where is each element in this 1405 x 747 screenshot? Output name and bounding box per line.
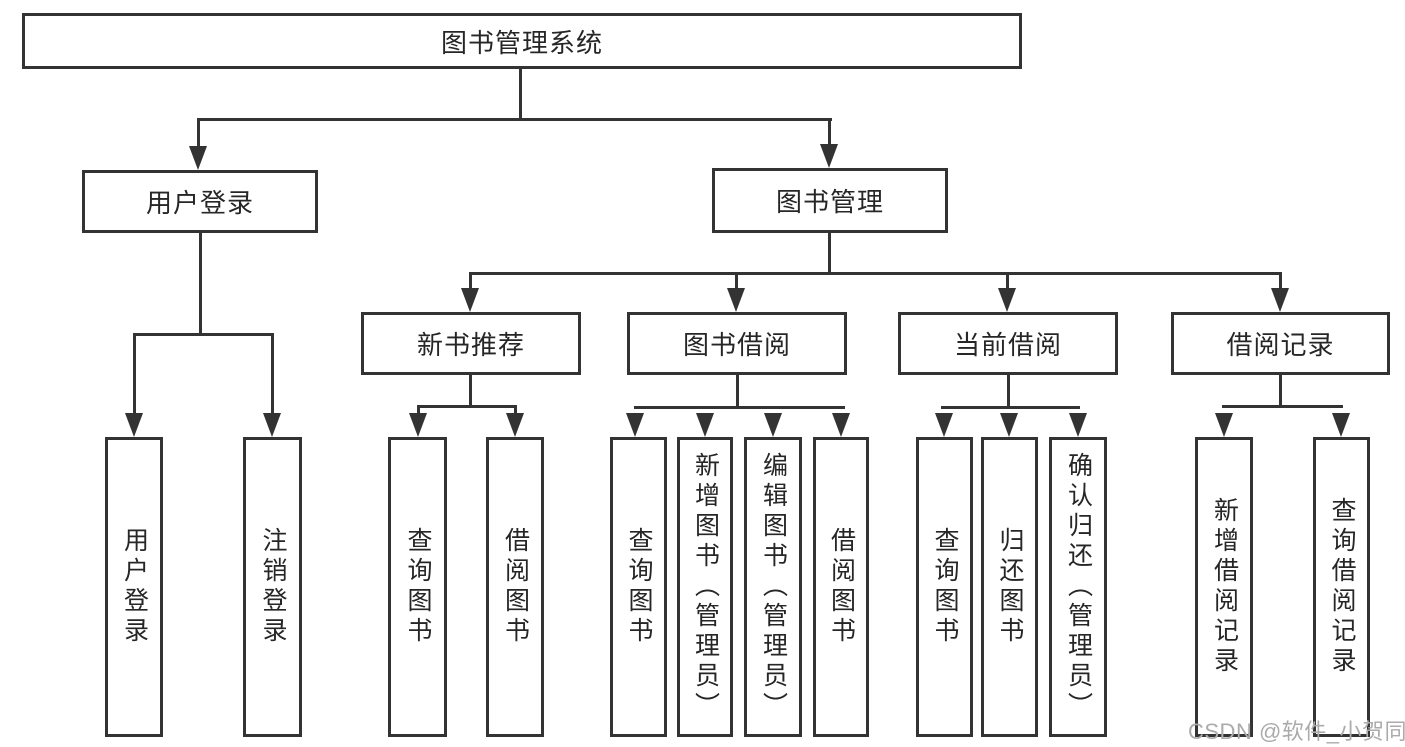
connector-book-mgmt-stem [828, 233, 831, 275]
connector-book-mgmt-hline [469, 272, 1282, 275]
node-borrowing-borrow-books: 借阅图书 [813, 437, 869, 737]
node-library-management-system: 图书管理系统 [22, 13, 1022, 69]
connector-user-login-stem [199, 233, 202, 335]
node-newbook-query-books: 查询图书 [388, 437, 447, 737]
connector-newbook-stem [469, 375, 472, 408]
arrowhead-to-book-management [820, 144, 838, 168]
connector-records-stem [1279, 375, 1282, 408]
node-book-management: 图书管理 [712, 168, 948, 233]
node-current-query-books: 查询图书 [916, 437, 973, 737]
connector-newbook-right [514, 405, 517, 417]
node-borrowing-add-books-admin: 新增图书（管理员） [677, 437, 733, 737]
arrowhead-to-login-leaf [125, 413, 143, 437]
arrowhead-to-user-login [189, 146, 207, 170]
node-records-query-record: 查询借阅记录 [1313, 437, 1370, 737]
arrowhead-newbook-borrow [506, 413, 524, 437]
node-borrowing-edit-books-admin: 编辑图书（管理员） [744, 437, 802, 737]
arrowhead-current-confirm [1069, 413, 1087, 437]
node-logout: 注销登录 [243, 437, 302, 737]
connector-to-book-management [828, 118, 831, 148]
arrowhead-current-query [935, 413, 953, 437]
connector-root-hline [197, 118, 832, 121]
csdn-watermark: CSDN @软件_小贺同学 [1188, 719, 1405, 744]
arrowhead-to-book-borrow [727, 288, 745, 312]
node-borrowing-records: 借阅记录 [1171, 312, 1390, 375]
connector-to-new-book [469, 272, 472, 290]
node-user-login-leaf: 用户登录 [105, 437, 163, 737]
node-current-borrowing: 当前借阅 [898, 312, 1118, 375]
connector-borrowing-stem [736, 375, 739, 409]
connector-to-book-borrow [735, 272, 738, 290]
connector-to-login-leaf [133, 333, 136, 415]
node-current-confirm-return-admin: 确认归还（管理员） [1049, 437, 1107, 737]
arrowhead-to-current-borrow [998, 288, 1016, 312]
connector-current-hline [941, 406, 1080, 409]
node-borrowing-query-books: 查询图书 [610, 437, 667, 737]
node-new-book-recommendation: 新书推荐 [361, 312, 581, 375]
connector-to-logout-leaf [271, 333, 274, 415]
node-user-login: 用户登录 [82, 170, 318, 233]
arrowhead-borrowing-add [696, 413, 714, 437]
arrowhead-to-new-book [461, 288, 479, 312]
arrowhead-borrowing-borrow [832, 413, 850, 437]
arrowhead-to-borrow-records [1271, 288, 1289, 312]
connector-newbook-hline [417, 405, 517, 408]
connector-newbook-left [417, 405, 420, 417]
arrowhead-current-return [1000, 413, 1018, 437]
node-newbook-borrow-books: 借阅图书 [486, 437, 544, 737]
connector-to-borrow-records [1279, 272, 1282, 290]
node-current-return-books: 归还图书 [981, 437, 1038, 737]
connector-root-stem [519, 69, 522, 120]
connector-current-stem [1007, 375, 1010, 409]
arrowhead-borrowing-query [626, 413, 644, 437]
node-book-borrowing: 图书借阅 [627, 312, 847, 375]
connector-user-login-hline [133, 333, 274, 336]
arrowhead-records-add [1215, 413, 1233, 437]
node-records-add-record: 新增借阅记录 [1195, 437, 1253, 737]
connector-borrowing-hline [634, 406, 845, 409]
arrowhead-borrowing-edit [764, 413, 782, 437]
connector-to-current-borrow [1006, 272, 1009, 290]
arrowhead-records-query [1332, 413, 1350, 437]
connector-to-user-login [197, 118, 200, 150]
arrowhead-to-logout-leaf [263, 413, 281, 437]
arrowhead-newbook-query [409, 413, 427, 437]
connector-records-hline [1222, 405, 1343, 408]
